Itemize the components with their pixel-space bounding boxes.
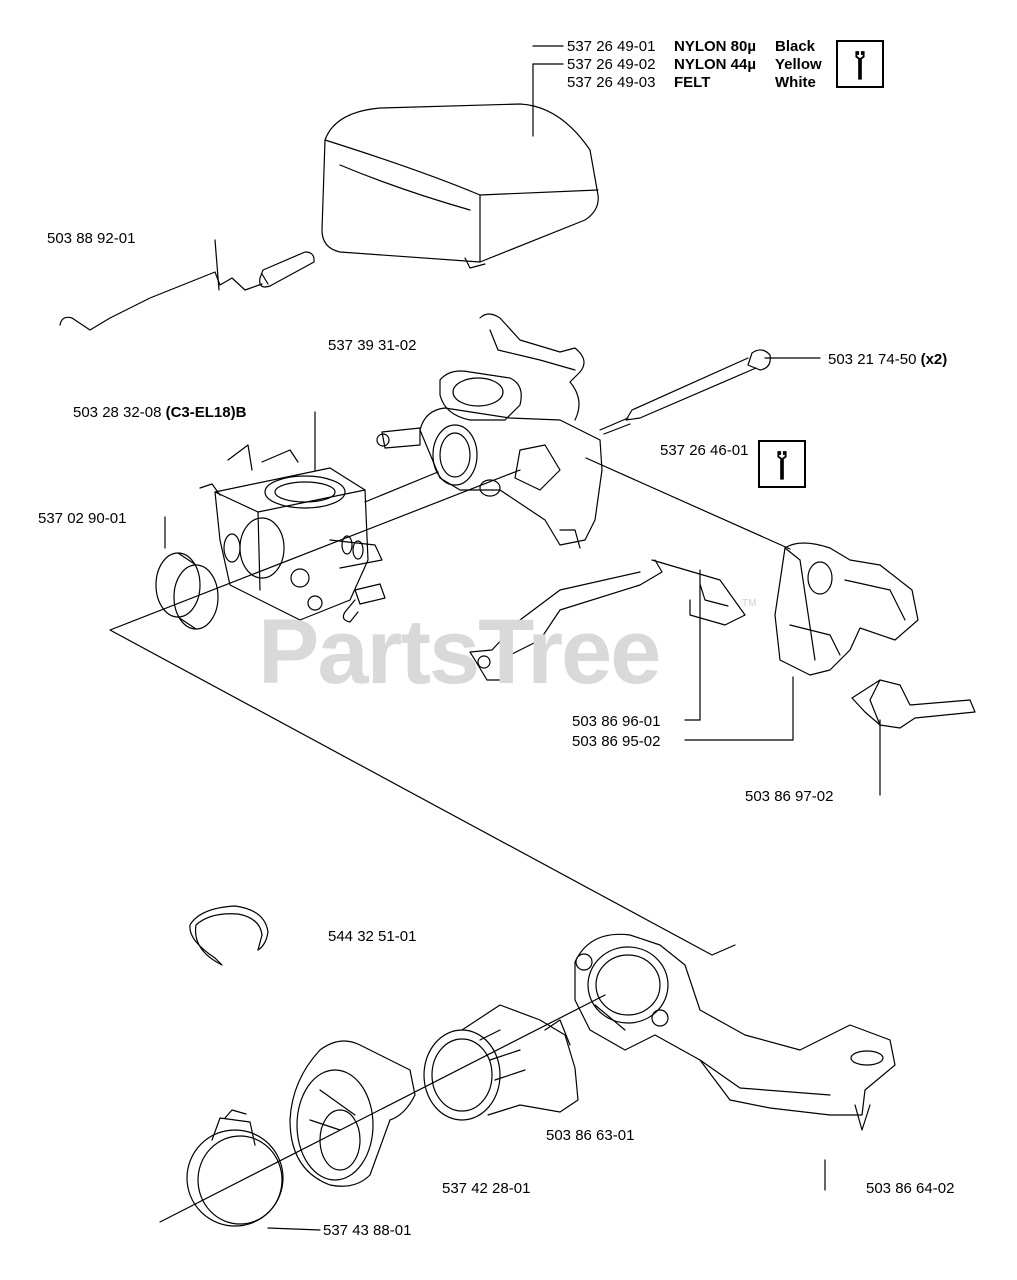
part-label-choke-rod: 503 88 92-01	[47, 230, 136, 247]
part-label-lever: 503 86 96-01	[572, 713, 661, 730]
hose-clamp-drawing	[186, 1109, 284, 1227]
watermark: PartsTree	[258, 601, 661, 703]
part-label-tool: 537 26 46-01	[660, 442, 749, 459]
part-label-carburetor: 503 28 32-08 (C3-EL18)B	[73, 404, 246, 421]
wrench-icon	[855, 51, 865, 80]
carburetor-model: (C3-EL18)B	[165, 404, 247, 421]
part-number: 503 28 32-08	[73, 404, 162, 421]
bracket-drawing	[774, 542, 919, 676]
part-label-intake-manifold: 503 86 64-02	[866, 1180, 955, 1197]
part-label-ring: 537 02 90-01	[38, 510, 127, 527]
carb-housing-drawing	[376, 313, 603, 549]
part-number: 503 21 74-50	[828, 351, 917, 368]
filter-color: Yellow	[775, 56, 822, 73]
circlip-drawing	[189, 905, 269, 966]
lever-drawing	[469, 559, 746, 681]
air-filter-cover-drawing	[321, 103, 599, 269]
choke-rod-drawing	[59, 251, 315, 331]
part-label-clamp: 537 43 88-01	[323, 1222, 412, 1239]
ring-drawing	[155, 552, 219, 630]
filter-material: NYLON 44µ	[674, 56, 756, 73]
watermark-trademark: TM	[742, 598, 757, 609]
part-label-adapter: 537 42 28-01	[442, 1180, 531, 1197]
filter-color: Black	[775, 38, 816, 55]
part-label-carb-housing: 537 39 31-02	[328, 337, 417, 354]
part-number: 537 26 49-03	[567, 74, 656, 91]
part-label-bracket: 503 86 95-02	[572, 733, 661, 750]
carburetor-drawing	[199, 444, 386, 623]
filter-material: NYLON 80µ	[674, 38, 756, 55]
adapter-drawing	[289, 1040, 416, 1187]
filter-color: White	[775, 74, 816, 91]
part-label-circlip: 544 32 51-01	[328, 928, 417, 945]
quantity: (x2)	[920, 351, 948, 368]
part-number: 537 26 49-02	[567, 56, 656, 73]
spring-drawing	[851, 679, 976, 729]
service-tool-badge	[836, 40, 884, 88]
service-tool-badge	[758, 440, 806, 488]
wrench-icon	[777, 451, 787, 480]
part-number: 537 26 49-01	[567, 38, 656, 55]
part-label-screw: 503 21 74-50 (x2)	[828, 351, 947, 368]
filter-material: FELT	[674, 74, 711, 91]
intake-boot-drawing	[423, 1004, 579, 1121]
part-label-intake-boot: 503 86 63-01	[546, 1127, 635, 1144]
intake-manifold-drawing	[574, 933, 896, 1131]
part-label-spring: 503 86 97-02	[745, 788, 834, 805]
long-screw-drawing	[599, 349, 771, 435]
